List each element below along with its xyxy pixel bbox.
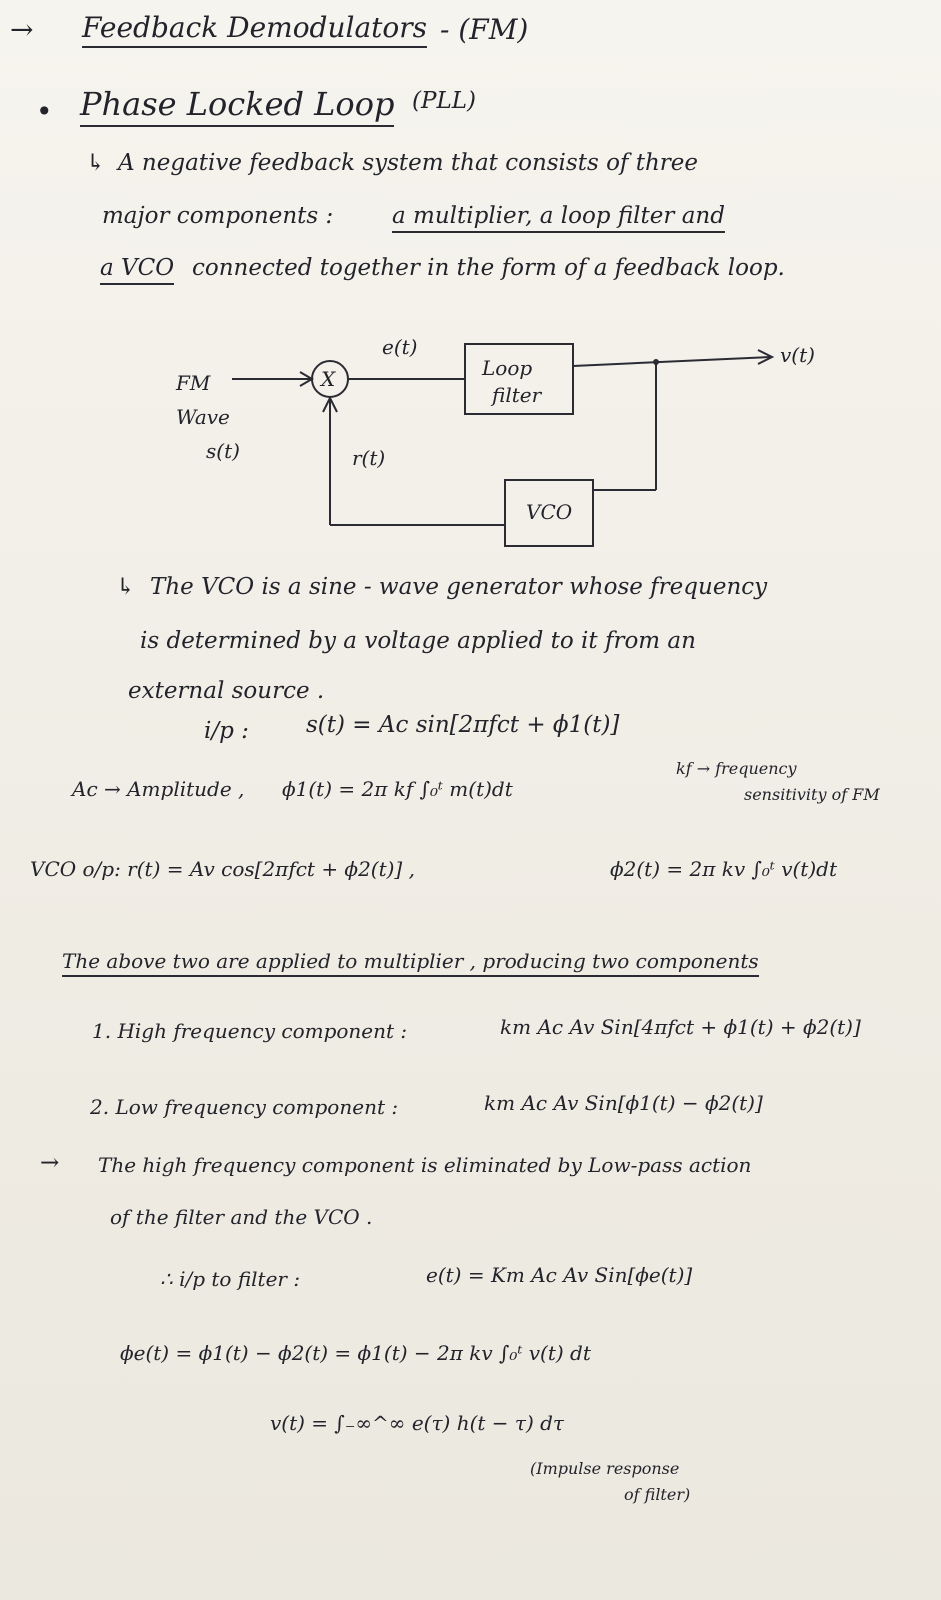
vco-label: VCO (526, 500, 572, 524)
arrow-icon: ↳ (86, 150, 106, 176)
feedback-arrow (322, 395, 338, 413)
multiplier-statement: The above two are applied to multiplier … (62, 950, 759, 977)
definition-line-2a: major components : (102, 203, 334, 229)
high-frequency-equation: km Ac Av Sin[4πfct + ϕ1(t) + ϕ2(t)] (500, 1015, 861, 1039)
vco-box (504, 479, 594, 547)
vco-output-equation: VCO o/p: r(t) = Av cos[2πfct + ϕ2(t)] , (30, 857, 415, 881)
input-label-wave: Wave (176, 405, 230, 429)
definition-line-1: A negative feedback system that consists… (118, 150, 699, 176)
loop-filter-box (464, 343, 574, 415)
filter-input-label: ∴ i/p to filter : (160, 1267, 301, 1291)
section-heading: Phase Locked Loop (80, 86, 395, 127)
loop-filter-label-2: filter (490, 383, 543, 407)
feedback-signal-label: r(t) (352, 446, 385, 470)
loop-filter-label-1: Loop (481, 356, 532, 380)
error-signal-label: e(t) (382, 335, 417, 359)
elimination-line-2: of the filter and the VCO . (110, 1205, 373, 1229)
output-line (572, 356, 771, 367)
page-title-tag: - (FM) (440, 13, 529, 46)
kf-definition-1: kf → frequency (676, 759, 797, 778)
header-arrow: → (10, 13, 34, 46)
phase1-definition: ϕ1(t) = 2π kf ∫₀ᵗ m(t)dt (282, 777, 513, 801)
multiplier-symbol: X (319, 367, 336, 391)
impulse-response-note-1: (Impulse response (530, 1459, 680, 1478)
vco-text-line-1: The VCO is a sine - wave generator whose… (150, 574, 768, 600)
amplitude-definition: Ac → Amplitude , (72, 777, 245, 801)
vco-text-line-3: external source . (128, 678, 325, 704)
definition-line-3a: a VCO (100, 255, 175, 286)
definition-line-3b: connected together in the form of a feed… (192, 255, 785, 281)
output-arrow (757, 349, 775, 365)
impulse-response-note-2: of filter) (624, 1485, 691, 1504)
input-label-signal: s(t) (206, 439, 240, 463)
vco-text-line-2: is determined by a voltage applied to it… (140, 628, 696, 654)
definition-line-2b: a multiplier, a loop filter and (392, 203, 725, 234)
low-frequency-label: 2. Low frequency component : (90, 1095, 399, 1119)
arrow-icon: ↳ (116, 574, 136, 600)
output-convolution-equation: v(t) = ∫₋∞^∞ e(τ) h(t − τ) dτ (270, 1411, 564, 1435)
low-frequency-equation: km Ac Av Sin[ϕ1(t) − ϕ2(t)] (484, 1091, 763, 1115)
page-title: Feedback Demodulators (82, 11, 428, 49)
input-label: i/p : (204, 718, 249, 744)
phase2-definition: ϕ2(t) = 2π kv ∫₀ᵗ v(t)dt (610, 857, 837, 881)
bullet-point: • (36, 95, 53, 128)
output-signal-label: v(t) (780, 343, 815, 367)
input-label-fm: FM (175, 371, 211, 395)
elimination-line-1: The high frequency component is eliminat… (98, 1153, 752, 1177)
pll-block-diagram: X Loop filter VCO FM Wave s(t) e(t) v(t)… (175, 335, 815, 547)
phase-error-equation: ϕe(t) = ϕ1(t) − ϕ2(t) = ϕ1(t) − 2π kv ∫₀… (120, 1341, 591, 1365)
input-equation: s(t) = Ac sin[2πfct + ϕ1(t)] (306, 712, 620, 738)
section-abbr: (PLL) (412, 88, 476, 114)
high-frequency-label: 1. High frequency component : (92, 1019, 408, 1043)
filter-input-equation: e(t) = Km Ac Av Sin[ϕe(t)] (426, 1263, 693, 1287)
kf-definition-2: sensitivity of FM (744, 785, 880, 804)
arrow-icon: → (40, 1150, 60, 1176)
